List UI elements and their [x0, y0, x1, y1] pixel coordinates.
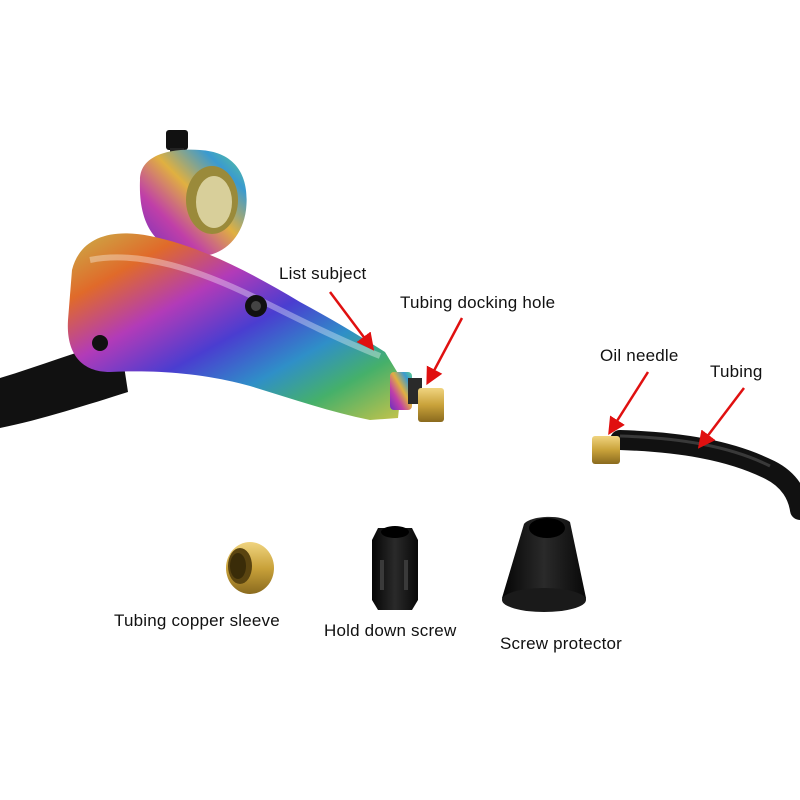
handlebar-clamp: [139, 149, 247, 257]
arrow-oil-needle: [608, 371, 650, 435]
docking-fitting: [418, 388, 444, 422]
label-tubing-docking-hole: Tubing docking hole: [400, 293, 556, 312]
label-hold-down-screw: Hold down screw: [324, 621, 457, 640]
arrow-list-subject: [329, 291, 375, 351]
master-cylinder-body: [67, 233, 422, 420]
screw-protector: [502, 516, 586, 612]
arrow-docking-hole: [426, 317, 464, 386]
hold-down-screw: [372, 526, 418, 610]
tubing-assembly: [592, 430, 800, 520]
label-screw-protector: Screw protector: [500, 634, 623, 653]
label-oil-needle: Oil needle: [600, 346, 679, 365]
arrow-tubing: [697, 387, 745, 449]
label-tubing: Tubing: [710, 362, 763, 381]
copper-sleeve: [226, 542, 274, 594]
label-tubing-copper-sleeve: Tubing copper sleeve: [114, 611, 280, 630]
label-list-subject: List subject: [279, 264, 367, 283]
oil-needle-fitting: [592, 436, 620, 464]
